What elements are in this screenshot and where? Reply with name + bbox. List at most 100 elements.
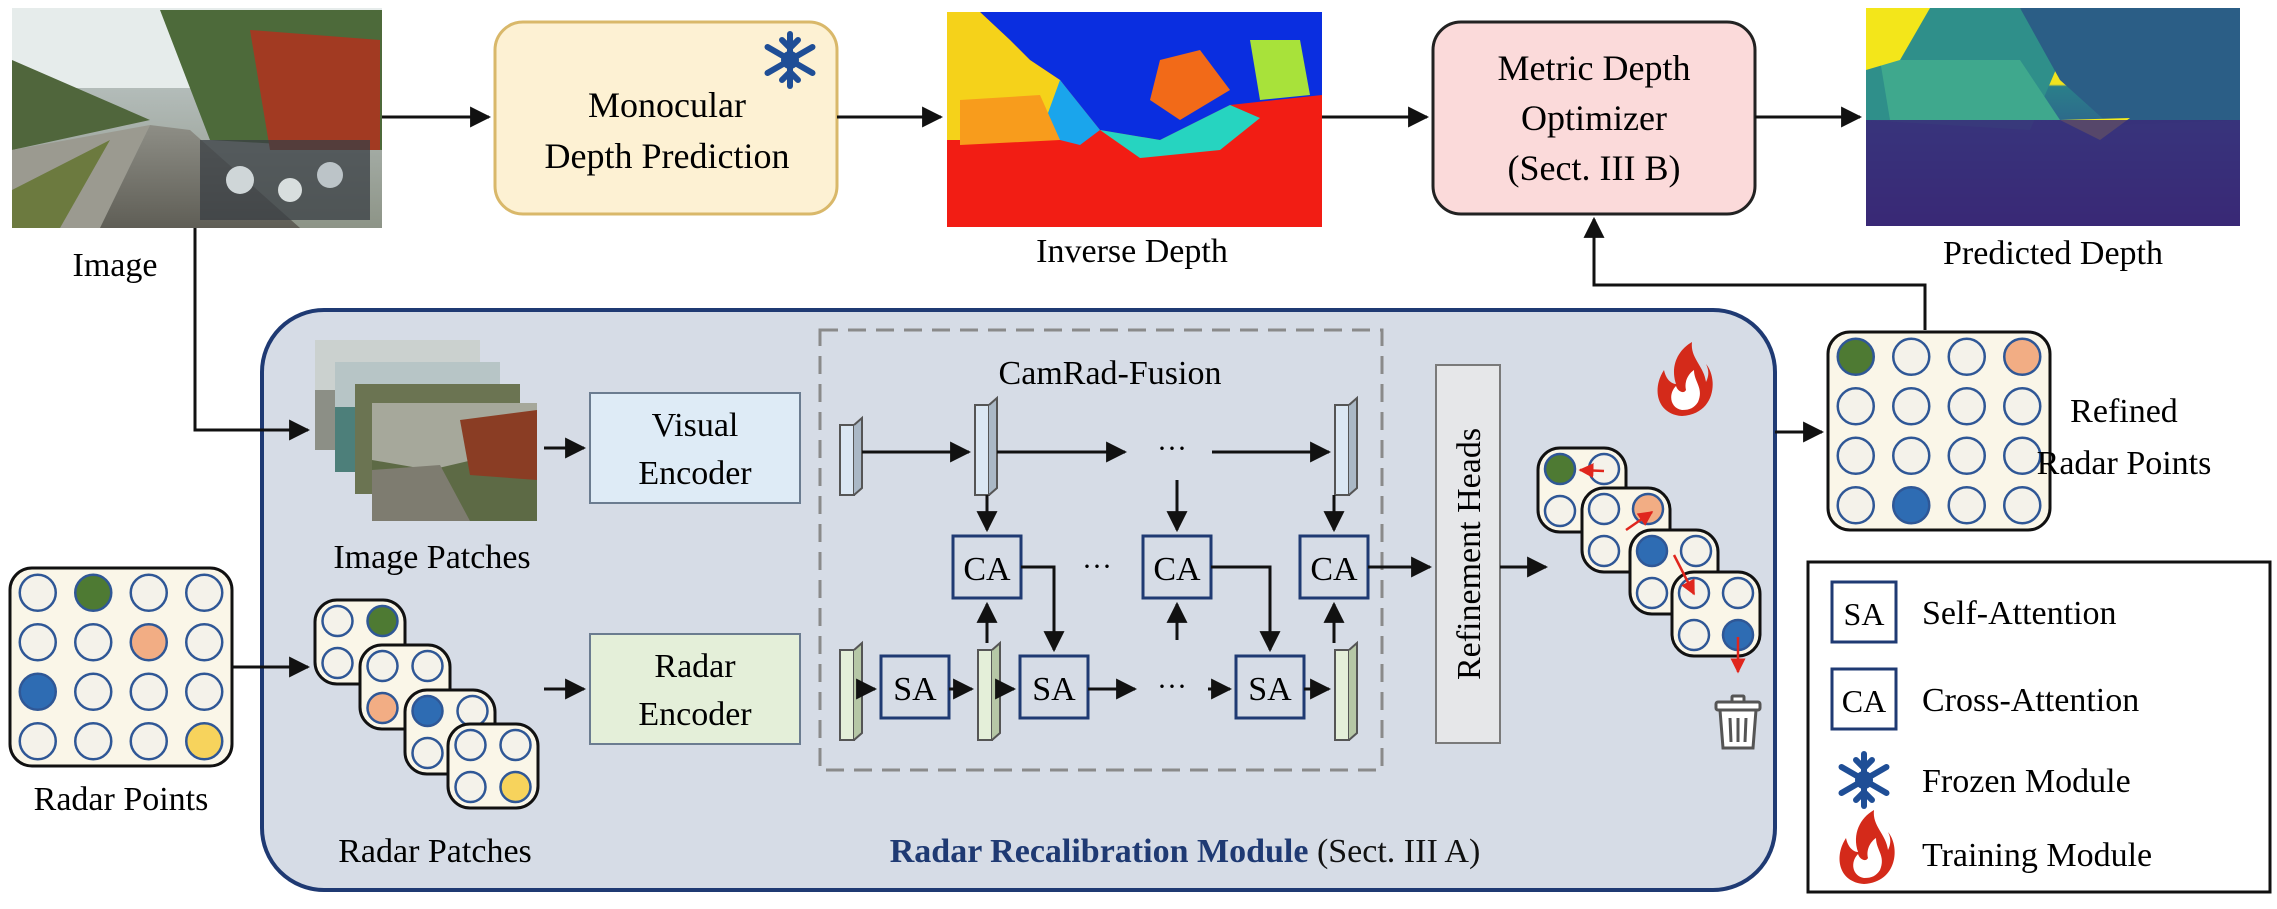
- radar-patch-4-point: [499, 728, 532, 762]
- refined-point-point: [1892, 436, 1931, 475]
- optimizer-label-1: Metric Depth: [1498, 48, 1691, 88]
- radar-point-point: [185, 573, 224, 612]
- radar-patch-1-point: [321, 604, 354, 638]
- legend-frozen-text: Frozen Module: [1922, 763, 2131, 800]
- legend-ca-text: Cross-Attention: [1922, 682, 2139, 719]
- radar-patch-1-point: [366, 604, 399, 638]
- refined-patch-3-point: [1635, 534, 1669, 568]
- visual-token-3: [1334, 395, 1358, 496]
- refined-point-point: [1836, 387, 1875, 426]
- refined-point-point: [1836, 337, 1875, 376]
- module-title-bold: Radar Recalibration Module: [890, 833, 1309, 870]
- refined-point-point: [2003, 387, 2042, 426]
- radar-point-point: [74, 722, 113, 761]
- ca-block-2: [1141, 534, 1213, 600]
- radar-point-point: [129, 623, 168, 662]
- refined-point-frame: [1826, 330, 2052, 532]
- snowflake-icon: [764, 31, 816, 89]
- radar-patch-3-point: [456, 694, 489, 728]
- refined-patch-1-point: [1543, 494, 1577, 528]
- refine-move-arrow-3: [1672, 554, 1696, 596]
- sa-block-1-label: SA: [893, 671, 937, 708]
- radar-token-3: [1334, 640, 1358, 741]
- radar-point-point: [129, 573, 168, 612]
- legend-ca-abbr: CA: [1842, 683, 1886, 719]
- radar-points-grid: [8, 566, 234, 768]
- refined-patch-2-point: [1587, 492, 1621, 526]
- radar-point-point: [18, 672, 57, 711]
- radar-point-point: [129, 672, 168, 711]
- radar-point-point: [74, 573, 113, 612]
- radar-patch-4-point: [499, 770, 532, 804]
- ca-block-3: [1298, 534, 1370, 600]
- refined-patch-2-point: [1587, 534, 1621, 568]
- legend-snowflake-icon: [1838, 751, 1890, 809]
- radar-patches-label: Radar Patches: [338, 833, 532, 870]
- refined-label-2: Radar Points: [2037, 445, 2212, 482]
- radar-patch-3-point: [411, 694, 444, 728]
- refined-patch-3-point: [1679, 534, 1713, 568]
- refined-patch-4-point: [1677, 618, 1711, 652]
- visual-token-1: [839, 415, 863, 496]
- refined-patches: [1536, 446, 1762, 674]
- optimizer-label-3: (Sect. III B): [1508, 148, 1681, 188]
- radar-patch-2-point: [411, 649, 444, 683]
- sa-block-2: [1018, 654, 1090, 720]
- input-image: [12, 8, 382, 228]
- refined-point-point: [1836, 486, 1875, 525]
- optimizer-label-2: Optimizer: [1521, 98, 1667, 138]
- radar-point-point: [18, 623, 57, 662]
- refined-points-grid: [1826, 330, 2052, 532]
- refined-patch-3-point: [1635, 576, 1669, 610]
- legend-flame-icon: [1839, 810, 1895, 884]
- refined-patch-4-point: [1721, 576, 1755, 610]
- arrow-ca1-to-sa2: [1021, 565, 1065, 653]
- arrow-refined-to-optimizer: [1583, 216, 1927, 330]
- refined-point-point: [1947, 387, 1986, 426]
- legend-sa-text: Self-Attention: [1922, 595, 2117, 632]
- refined-patch-2-point: [1631, 492, 1665, 526]
- trash-icon: [1714, 694, 1762, 750]
- visual-token-2: [974, 395, 998, 496]
- refined-point-point: [1892, 486, 1931, 525]
- radar-patch-3-point: [411, 736, 444, 770]
- refined-point-point: [1947, 486, 1986, 525]
- camrad-fusion-label: CamRad-Fusion: [999, 355, 1222, 392]
- refined-label-1: Refined: [2070, 393, 2178, 430]
- radar-point-point: [185, 672, 224, 711]
- radar-token-1: [839, 640, 863, 741]
- visual-row-dots: ···: [1157, 432, 1187, 465]
- sa-block-1: [879, 654, 951, 720]
- camrad-fusion-box: [818, 328, 1384, 772]
- predicted-depth-image: [1866, 8, 2240, 226]
- radar-point-point: [74, 672, 113, 711]
- ca-block-1-label: CA: [963, 551, 1011, 588]
- visual-encoder-box: [589, 392, 801, 504]
- refined-point-point: [2003, 337, 2042, 376]
- arrow-ca-to-sa3: [1211, 565, 1281, 653]
- radar-point-point: [129, 722, 168, 761]
- radar-patch-4-point: [454, 770, 487, 804]
- image-patches: [315, 340, 537, 521]
- legend-sa-symbol: [1830, 580, 1898, 644]
- arrow-image-to-patches: [193, 228, 311, 441]
- refined-point-point: [2003, 436, 2042, 475]
- inverse-depth-image: [947, 12, 1322, 227]
- module-title-sect: (Sect. III A): [1308, 833, 1480, 870]
- radar-patch-2-point: [366, 649, 399, 683]
- mono-label-1: Monocular: [588, 85, 746, 125]
- visual-encoder-label-2: Encoder: [638, 455, 752, 492]
- radar-patch-1-point: [321, 646, 354, 680]
- sa-block-3: [1234, 654, 1306, 720]
- refinement-heads-box: [1435, 364, 1501, 744]
- radar-encoder-label-1: Radar: [654, 648, 736, 685]
- radar-patches: [313, 598, 540, 810]
- sa-block-2-label: SA: [1032, 671, 1076, 708]
- radar-point-point: [74, 623, 113, 662]
- radar-token-2: [977, 640, 1001, 741]
- module-title: Radar Recalibration Module (Sect. III A): [890, 833, 1481, 870]
- refine-move-arrow-2: [1625, 510, 1654, 532]
- refined-point-point: [1892, 387, 1931, 426]
- radar-encoder-label-2: Encoder: [638, 696, 752, 733]
